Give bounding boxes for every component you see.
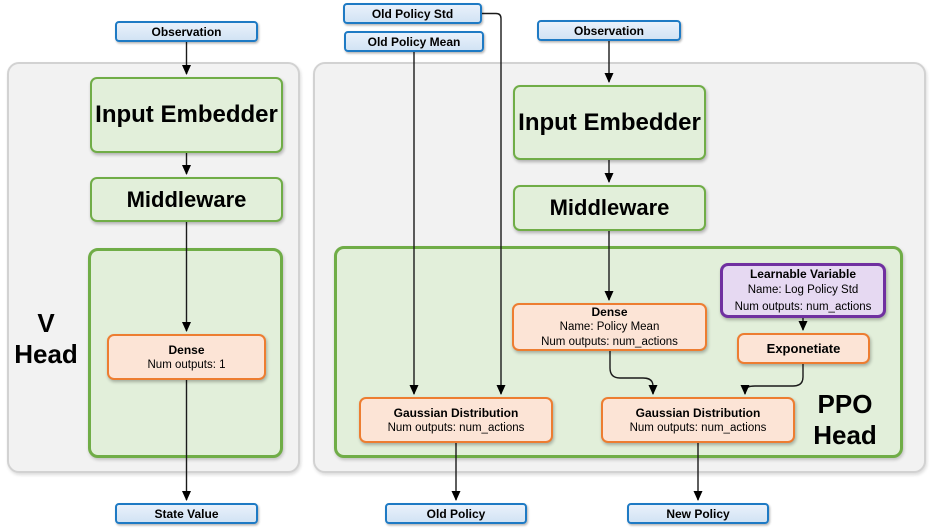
dense-policy-title: Dense xyxy=(591,305,628,319)
learnable-variable-detail2: Num outputs: num_actions xyxy=(734,300,872,313)
dense-v-title: Dense xyxy=(168,342,205,357)
dense-v-detail: Num outputs: 1 xyxy=(147,358,226,371)
observation-input-node-v: Observation xyxy=(115,21,258,42)
dense-policy-detail2: Num outputs: num_actions xyxy=(541,336,678,348)
observation-input-node-ppo: Observation xyxy=(537,20,681,41)
old-policy-mean-input-node: Old Policy Mean xyxy=(344,31,484,52)
ppo-head-label-line1: PPO xyxy=(817,389,873,419)
gaussian-new-title: Gaussian Distribution xyxy=(635,405,761,420)
middleware-node-ppo: Middleware xyxy=(513,185,706,231)
v-head-label: V Head xyxy=(8,308,84,370)
gaussian-new-detail: Num outputs: num_actions xyxy=(629,421,767,434)
dense-policy-detail1: Name: Policy Mean xyxy=(559,321,660,333)
gaussian-distribution-old-node: Gaussian Distribution Num outputs: num_a… xyxy=(359,397,553,443)
middleware-node-v: Middleware xyxy=(90,177,283,222)
learnable-variable-node: Learnable Variable Name: Log Policy Std … xyxy=(720,263,886,318)
dense-policy-mean-node: Dense Name: Policy Mean Num outputs: num… xyxy=(512,303,707,351)
input-embedder-node-v: Input Embedder xyxy=(90,77,283,153)
learnable-variable-detail1: Name: Log Policy Std xyxy=(747,283,859,296)
exponetiate-node: Exponetiate xyxy=(737,333,870,364)
input-embedder-node-ppo: Input Embedder xyxy=(513,85,706,160)
dense-node-v: Dense Num outputs: 1 xyxy=(107,334,266,380)
gaussian-old-title: Gaussian Distribution xyxy=(393,405,519,420)
state-value-output-node: State Value xyxy=(115,503,258,524)
learnable-variable-title: Learnable Variable xyxy=(749,266,857,281)
v-head-label-line1: V xyxy=(37,308,55,338)
gaussian-distribution-new-node: Gaussian Distribution Num outputs: num_a… xyxy=(601,397,795,443)
v-head-label-line2: Head xyxy=(14,339,78,369)
old-policy-std-input-node: Old Policy Std xyxy=(343,3,482,24)
ppo-head-label: PPO Head xyxy=(807,389,883,451)
ppo-head-label-line2: Head xyxy=(813,420,877,450)
old-policy-output-node: Old Policy xyxy=(385,503,527,524)
gaussian-old-detail: Num outputs: num_actions xyxy=(387,421,525,434)
new-policy-output-node: New Policy xyxy=(627,503,769,524)
